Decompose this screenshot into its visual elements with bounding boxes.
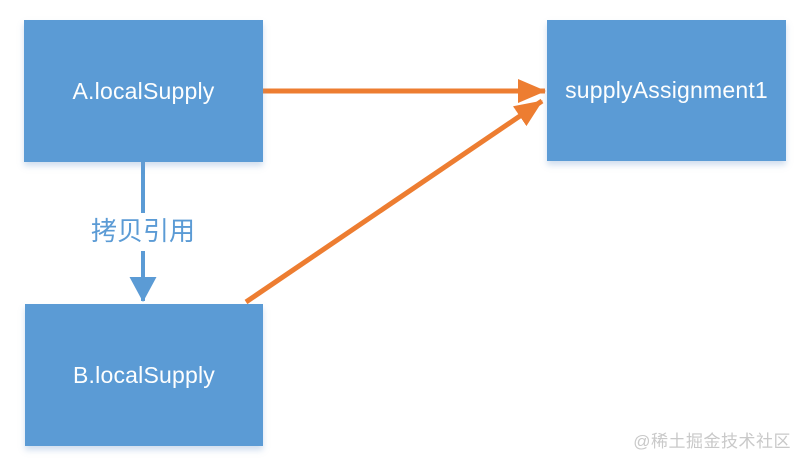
- node-b-label: B.localSupply: [73, 361, 215, 388]
- node-a-label: A.localSupply: [72, 77, 215, 104]
- node-b-localsupply: B.localSupply: [25, 304, 263, 446]
- watermark: @稀土掘金技术社区: [633, 432, 791, 451]
- node-a-localsupply: A.localSupply: [24, 20, 263, 162]
- node-supplyassignment1-label: supplyAssignment1: [565, 77, 768, 103]
- node-supplyassignment1: supplyAssignment1: [547, 20, 786, 161]
- edge-label-copy-reference: 拷贝引用: [90, 216, 195, 246]
- edge-b-to-supplyassignment1: [244, 98, 544, 305]
